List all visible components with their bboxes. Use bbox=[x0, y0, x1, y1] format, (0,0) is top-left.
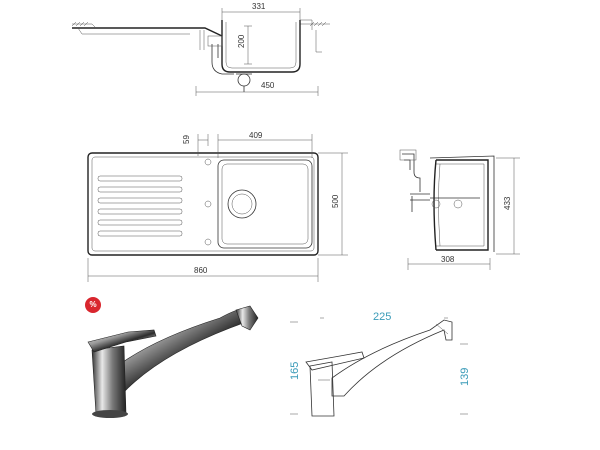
dim-overall-depth: 500 bbox=[331, 194, 340, 208]
section-view: 331 200 450 bbox=[71, 2, 330, 96]
dim-bowl-depth: 200 bbox=[237, 34, 246, 48]
side-view: 433 308 bbox=[399, 149, 520, 270]
dim-bowl-width-plan: 409 bbox=[249, 131, 263, 140]
plan-view: 59 409 500 860 bbox=[87, 131, 348, 282]
drainer-ribs bbox=[97, 175, 183, 237]
dim-overall-width: 450 bbox=[261, 81, 275, 90]
dim-side-width: 308 bbox=[441, 255, 455, 264]
dim-tap-spout-height: 139 bbox=[459, 368, 471, 386]
dim-tap-reach: 225 bbox=[373, 311, 391, 323]
tap-photo bbox=[87, 305, 259, 418]
dim-side-depth: 433 bbox=[503, 196, 512, 210]
dim-tap-height: 165 bbox=[289, 362, 301, 380]
discount-badge: % bbox=[85, 297, 101, 313]
dim-bowl-width: 331 bbox=[252, 2, 266, 11]
dim-tap-hole-offset: 59 bbox=[182, 135, 191, 144]
dim-overall-length: 860 bbox=[194, 266, 208, 275]
tap-line-drawing: 225 165 139 bbox=[289, 311, 471, 417]
